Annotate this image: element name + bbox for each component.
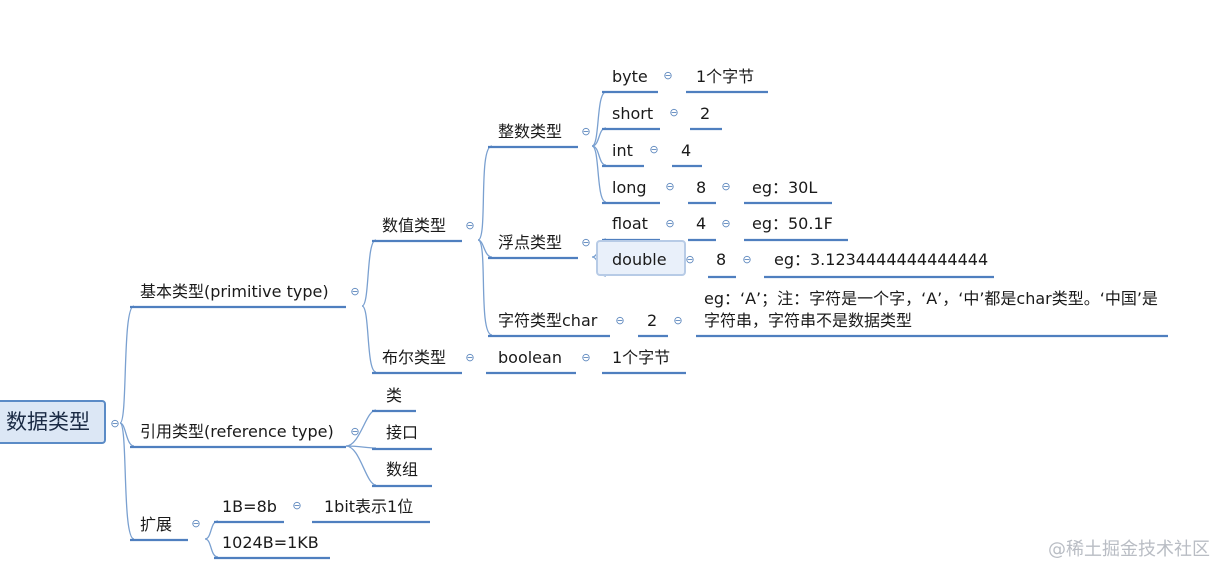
collapse-icon[interactable]: ⊖ [110,417,120,430]
link-integer-byte [591,91,607,147]
node-interface[interactable]: 接口 [386,423,419,442]
node-bit-desc[interactable]: 1bit表示1位 [324,497,414,516]
node-byte-size[interactable]: 1个字节 [696,67,755,86]
root-node[interactable]: 数据类型 [0,400,106,444]
node-byte-bits[interactable]: 1B=8b [222,497,277,516]
node-float-size[interactable]: 4 [696,214,707,233]
link-numeric-char [477,239,493,336]
collapse-icon[interactable]: ⊖ [581,125,591,138]
link-extension-kb [204,538,219,558]
node-double-eg[interactable]: eg：3.1234444444444444 [774,250,989,269]
collapse-icon[interactable]: ⊖ [673,314,683,327]
node-char-size[interactable]: 2 [647,311,658,330]
node-boolean-size[interactable]: 1个字节 [612,348,671,367]
collapse-icon[interactable]: ⊖ [663,69,673,82]
node-primitive-type[interactable]: 基本类型(primitive type) [140,282,329,301]
collapse-icon[interactable]: ⊖ [465,351,475,364]
collapse-icon[interactable]: ⊖ [581,351,591,364]
node-int-size[interactable]: 4 [681,141,692,160]
collapse-icon[interactable]: ⊖ [615,314,625,327]
node-char-note[interactable]: eg：‘A’；注：字符是一个字，‘A’，‘中’都是char类型。‘中国’是字符串… [704,289,1158,330]
link-primitive-boolean [361,305,377,373]
node-numeric-type[interactable]: 数值类型 [382,216,447,235]
node-reference-type[interactable]: 引用类型(reference type) [140,422,334,441]
collapse-icon[interactable]: ⊖ [669,106,679,119]
collapse-icon[interactable]: ⊖ [465,219,475,232]
selected-node-highlight [596,240,686,276]
collapse-icon[interactable]: ⊖ [350,425,360,438]
node-double-size[interactable]: 8 [716,250,727,269]
node-extension[interactable]: 扩展 [140,515,173,534]
collapse-icon[interactable]: ⊖ [649,143,659,156]
node-integer-type[interactable]: 整数类型 [498,122,563,141]
collapse-icon[interactable]: ⊖ [665,217,675,230]
collapse-icon[interactable]: ⊖ [721,180,731,193]
link-integer-long [591,145,607,203]
collapse-icon[interactable]: ⊖ [292,499,302,512]
node-boolean[interactable]: boolean [498,348,562,367]
collapse-icon[interactable]: ⊖ [191,517,201,530]
link-reference-array [345,445,377,486]
node-byte[interactable]: byte [612,67,648,86]
node-short[interactable]: short [612,104,654,123]
node-char-type[interactable]: 字符类型char [498,311,598,330]
node-floating-type[interactable]: 浮点类型 [498,233,563,252]
node-class[interactable]: 类 [386,386,403,405]
link-root-primitive [119,305,135,424]
collapse-icon[interactable]: ⊖ [350,285,360,298]
collapse-icon[interactable]: ⊖ [685,253,695,266]
link-primitive-numeric [361,239,377,307]
node-float-eg[interactable]: eg：50.1F [752,214,833,233]
link-extension-bytebits [204,520,219,540]
collapse-icon[interactable]: ⊖ [581,236,591,249]
link-numeric-integer [477,145,493,241]
node-long-size[interactable]: 8 [696,178,707,197]
collapse-icon[interactable]: ⊖ [721,217,731,230]
collapse-icon[interactable]: ⊖ [742,253,752,266]
node-kb[interactable]: 1024B=1KB [222,533,319,552]
node-float[interactable]: float [612,214,648,233]
node-short-size[interactable]: 2 [700,104,711,123]
link-root-extension [119,422,135,540]
node-boolean-type[interactable]: 布尔类型 [382,348,447,367]
collapse-icon[interactable]: ⊖ [665,180,675,193]
node-int[interactable]: int [612,141,633,160]
node-array[interactable]: 数组 [386,460,419,479]
node-double[interactable]: double [612,250,667,269]
watermark: @稀土掘金技术社区 [1048,539,1210,560]
node-long[interactable]: long [612,178,647,197]
node-long-eg[interactable]: eg：30L [752,178,818,197]
